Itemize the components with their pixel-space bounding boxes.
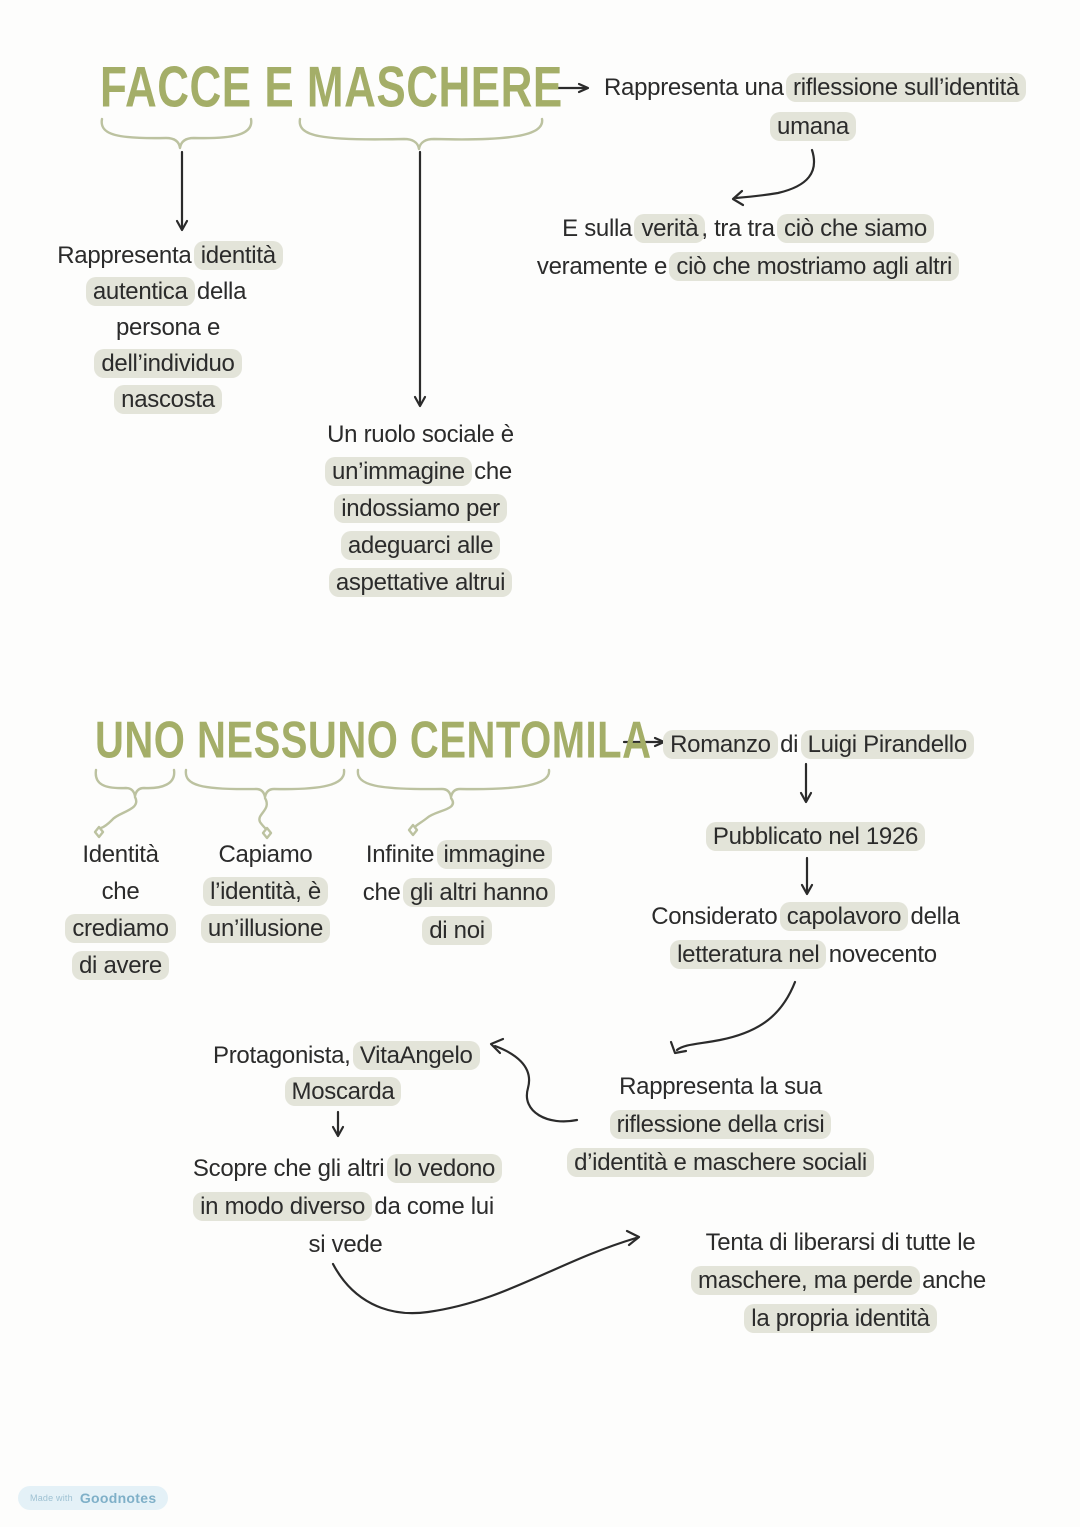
brace-uno [94, 768, 176, 798]
brace-centomila [356, 768, 551, 799]
badge-goodnotes-label: Goodnotes [79, 1490, 157, 1506]
arrowhead [175, 219, 189, 232]
brace-facce [100, 117, 253, 150]
arrow-capolavoro-to-crisi [675, 980, 797, 1052]
tail-centomila [414, 796, 455, 828]
arrowhead [331, 1125, 345, 1138]
node-romanzo-pirandello: Romanzo di Luigi Pirandello [663, 726, 974, 764]
node-riflessione-identita-umana: Rappresenta una riflessione sull’identit… [598, 68, 1028, 146]
brace-nessuno [184, 768, 346, 799]
tail-nessuno [258, 796, 268, 831]
arrowhead [669, 1040, 688, 1055]
arrowhead [625, 1229, 641, 1247]
arrowhead [731, 189, 745, 207]
arrowhead [799, 791, 813, 804]
arrow-umana-to-verita [734, 148, 816, 200]
brace-maschere [298, 117, 544, 151]
title-uno-nessuno-centomila: UNO NESSUNO CENTOMILA [95, 712, 652, 770]
arrowhead [577, 82, 590, 94]
tail-uno [99, 795, 138, 830]
arrowhead [489, 1037, 505, 1055]
arrowhead [800, 883, 814, 896]
arrowhead [413, 395, 427, 408]
tail-centomila-tip-icon [407, 823, 419, 837]
goodnotes-badge[interactable]: Made with Goodnotes [18, 1486, 169, 1510]
badge-made-with-label: Made with [30, 1493, 73, 1503]
node-pubblicato-1926: Pubblicato nel 1926 [688, 818, 943, 856]
title-facce-e-maschere: FACCE E MASCHERE [100, 56, 563, 120]
